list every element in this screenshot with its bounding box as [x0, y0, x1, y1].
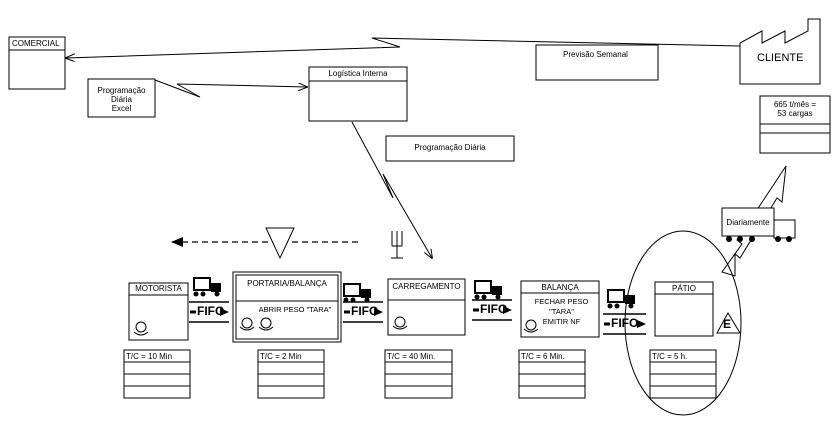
programacao-excel-box	[87, 78, 156, 118]
process-box-carregamento	[387, 278, 466, 336]
data-box-patio	[649, 349, 717, 399]
fifo-label-1: FIFO	[197, 304, 225, 318]
data-box-carregamento	[384, 349, 453, 399]
programacao-excel-line-1: Programação	[97, 86, 146, 95]
tc-balanca: T/C = 6 Min.	[521, 352, 565, 361]
cliente-factory	[739, 18, 821, 85]
process-box-balanca	[520, 280, 600, 338]
cliente-info-line-2: 53 cargas	[777, 109, 813, 119]
external-triangle-icon	[716, 311, 741, 334]
truck-icon-2	[343, 283, 371, 303]
programacao-diaria-box	[385, 135, 515, 162]
programacao-excel-label: Programação Diária Excel	[88, 86, 155, 114]
tc-motorista: T/C = 10 Min	[126, 352, 173, 361]
programacao-excel-line-3: Excel	[111, 104, 132, 114]
truck-icon-3	[474, 280, 502, 300]
tc-patio: T/C = 5 h.	[652, 352, 688, 361]
process-box-motorista	[128, 282, 189, 341]
previsao-label: Previsão Semanal	[563, 50, 628, 59]
diariamente-label: Diariamente	[726, 218, 770, 227]
data-box-portaria	[257, 349, 325, 399]
cliente-info-line-1: 665 t/mês =	[773, 100, 817, 109]
cliente-info-label: 665 t/mês = 53 cargas	[760, 100, 830, 118]
fifo-label-4: FIFO	[611, 316, 639, 330]
fifo-label-2: FIFO	[351, 304, 379, 318]
fifo-lane-3	[472, 299, 512, 321]
process-body-balanca-line-2: "TARA"	[549, 307, 574, 316]
process-body-balanca-line-1: FECHAR PESO	[534, 297, 589, 306]
inventory-triangle-icon	[265, 227, 295, 260]
info-flow-cliente-comercial	[66, 37, 741, 58]
process-title-balanca: BALANÇA	[541, 283, 579, 292]
data-box-motorista	[123, 349, 191, 399]
info-flow-comercial-logistica	[154, 79, 307, 98]
programacao-diaria-label: Programação Diária	[414, 143, 486, 152]
info-flow-logistica-carregamento	[351, 121, 432, 258]
fifo-lane-2	[343, 301, 383, 323]
go-see-post-icon	[391, 231, 403, 259]
previsao-box	[535, 44, 659, 81]
process-title-carregamento: CARREGAMENTO	[392, 282, 461, 291]
process-body-portaria: ABRIR PESO "TARA"	[258, 305, 332, 314]
diariamente-truck-icon	[721, 207, 796, 242]
logistica-label: Logística Interna	[328, 69, 388, 78]
data-box-balanca	[518, 349, 586, 399]
tc-carregamento: T/C = 40 Min.	[387, 352, 436, 361]
patio-highlight-ellipse	[624, 230, 742, 416]
process-title-portaria: PORTARIA/BALANÇA	[247, 279, 327, 288]
truck-icon-1	[193, 277, 221, 297]
external-triangle-label: E	[723, 317, 732, 331]
process-title-patio: PÁTIO	[671, 284, 696, 293]
tc-portaria: T/C = 2 Min	[260, 352, 302, 361]
cliente-label: CLIENTE	[757, 52, 804, 64]
logistica-box	[308, 66, 408, 122]
comercial-label: COMERCIAL	[12, 39, 60, 48]
truck-icon-4	[607, 289, 635, 309]
fifo-lane-1	[189, 301, 229, 323]
comercial-box	[8, 36, 66, 90]
fifo-lane-4	[603, 313, 646, 335]
cliente-info-box	[759, 95, 831, 154]
process-box-portaria	[232, 271, 342, 343]
process-body-balanca-line-3: EMITIR NF	[542, 317, 581, 326]
process-body-balanca: FECHAR PESO "TARA" EMITIR NF	[524, 297, 599, 327]
process-box-patio	[654, 281, 714, 337]
process-title-motorista: MOTORISTA	[135, 284, 182, 293]
fifo-label-3: FIFO	[480, 302, 508, 316]
programacao-excel-line-2: Diária	[111, 95, 132, 105]
